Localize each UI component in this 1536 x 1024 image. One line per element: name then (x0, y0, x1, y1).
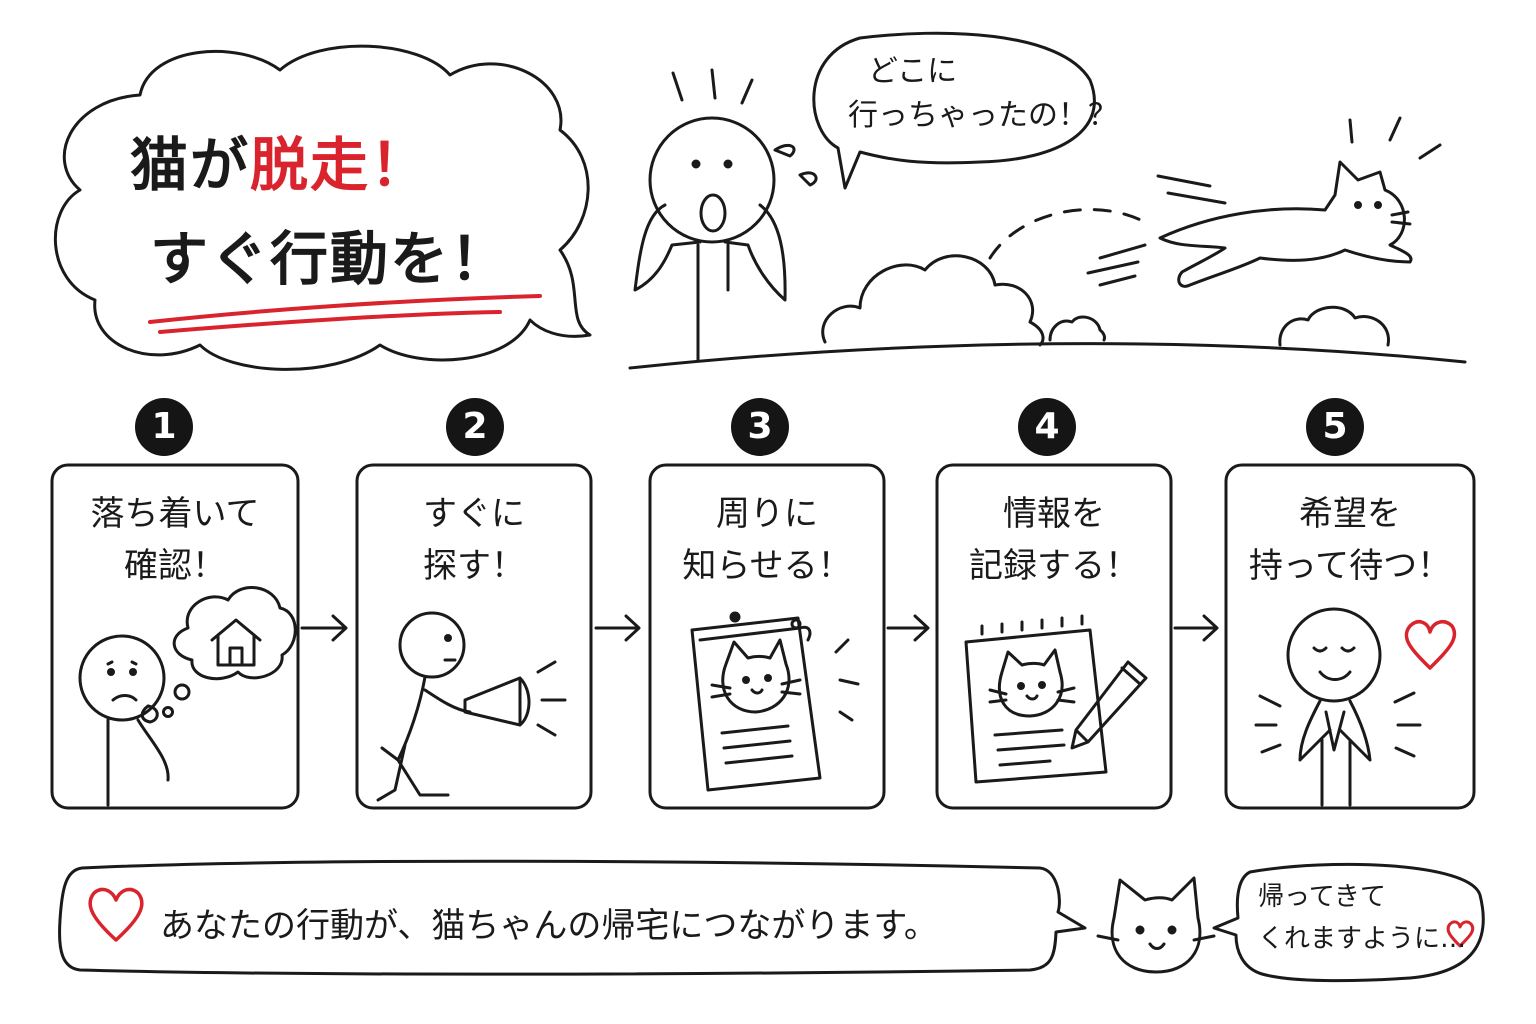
step-1-line-2: 確認！ (124, 546, 226, 586)
step-3-line-2: 知らせる！ (682, 546, 852, 586)
title-exclaim: ！ (370, 131, 431, 199)
sparkle-lines (1254, 691, 1422, 758)
step-4-line-1: 情報を (1003, 494, 1105, 534)
shock-lines (671, 68, 754, 105)
step-2-box (355, 463, 593, 810)
step-5-line-2: 持って待つ！ (1248, 546, 1452, 586)
bush-left (821, 254, 1045, 347)
step-1-line-1: 落ち着いて (90, 494, 260, 534)
cat-speech-bubble (1212, 862, 1485, 983)
cat-speech-line-2: くれますように… (1258, 924, 1467, 954)
poster-icon (690, 611, 860, 792)
step-5-title: 希望を 持って待つ！ (1235, 488, 1465, 592)
step-3-badge: 3 (731, 398, 789, 456)
house-icon (210, 618, 262, 667)
title-black: 猫が (130, 131, 251, 199)
arrow-2-3 (594, 614, 641, 642)
speed-lines (1086, 174, 1227, 287)
step-1-badge: 1 (135, 398, 193, 456)
notebook-icon (964, 614, 1108, 784)
cat-face-icon (1096, 876, 1216, 974)
footer-message: あなたの行動が、猫ちゃんの帰宅につながります。 (160, 906, 938, 946)
walking-person (376, 611, 472, 802)
step-4-title: 情報を 記録する！ (939, 488, 1169, 592)
step-2-badge: 2 (446, 398, 504, 456)
step-4-line-2: 記録する！ (969, 546, 1139, 586)
title-cloud-bubble (53, 44, 592, 371)
bush-right (1278, 305, 1390, 347)
step-2-title: すぐに 探す！ (359, 488, 589, 592)
person-head (648, 116, 776, 244)
arrow-4-5 (1173, 614, 1219, 642)
step-1-title: 落ち着いて 確認！ (60, 488, 290, 592)
speech-line-2: 行っちゃったの！？ (848, 98, 1118, 133)
title-line-2: すぐ行動を！ (150, 225, 511, 293)
step-5-badge: 5 (1306, 398, 1364, 456)
megaphone-icon (463, 660, 567, 737)
step-3-title: 周りに 知らせる！ (652, 488, 882, 592)
step-1-box (50, 463, 300, 810)
footer-heart-icon (88, 887, 144, 942)
title-underline (148, 294, 542, 334)
arrow-1-2 (300, 614, 348, 642)
small-heart-icon (1446, 920, 1475, 948)
arrow-3-4 (886, 614, 930, 642)
bush-small (1048, 315, 1106, 342)
cat-speech-line-1: 帰ってきて (1258, 882, 1386, 912)
footer-bubble (58, 859, 1087, 976)
speech-line-1: どこに (868, 54, 958, 89)
hopeful-person (1254, 607, 1422, 807)
step-4-badge: 4 (1018, 398, 1076, 456)
step-2-line-2: 探す！ (423, 546, 525, 586)
surprised-person (633, 68, 818, 362)
cat-excite-lines (1348, 116, 1442, 160)
title-line-1: 猫が脱走！ (130, 118, 430, 202)
step-3-line-1: 周りに (716, 494, 818, 534)
step-4-box (935, 463, 1173, 810)
thinking-person (78, 586, 297, 807)
cat-body (1158, 160, 1413, 288)
running-cat (988, 116, 1442, 288)
heart-icon (1404, 620, 1457, 670)
step-2-line-1: すぐに (423, 494, 525, 534)
step-3-box (648, 463, 886, 810)
sweat-drops (773, 143, 818, 187)
ground-line (628, 342, 1467, 370)
speech-bubble-top (812, 31, 1096, 190)
title-red: 脱走 (250, 131, 371, 199)
open-mouth (699, 193, 727, 233)
jump-arc (988, 208, 1152, 260)
thought-cloud (172, 586, 297, 681)
step-5-box (1224, 463, 1476, 810)
pencil-icon (1070, 660, 1148, 750)
step-5-line-1: 希望を (1299, 494, 1401, 534)
